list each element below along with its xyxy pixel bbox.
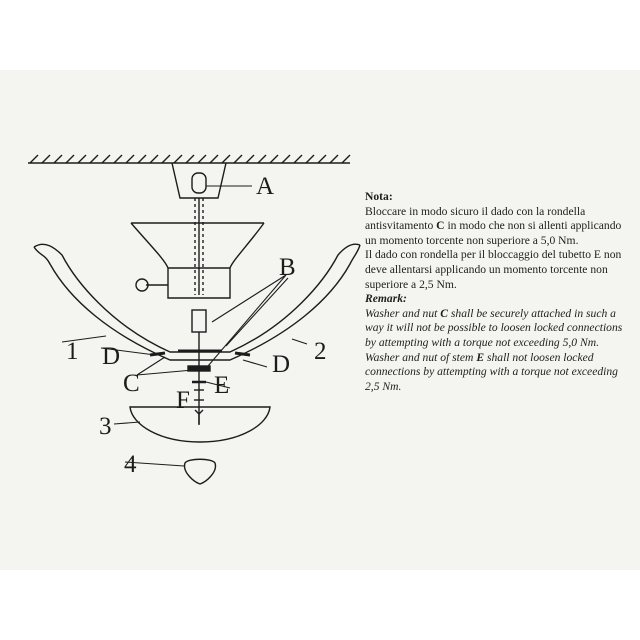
remark-title: Remark: — [365, 292, 407, 306]
label-1: 1 — [66, 338, 79, 365]
finial — [183, 458, 217, 485]
label-3: 3 — [99, 413, 112, 440]
label-2: 2 — [314, 338, 327, 365]
leader-lines — [61, 185, 308, 467]
diagram-card — [0, 70, 640, 570]
assembly-diagram: A B 1 2 D D C E F 3 4 — [28, 154, 361, 485]
glass-bowl — [129, 406, 271, 443]
label-d-left: D — [102, 343, 120, 370]
canopy-cup — [130, 222, 265, 299]
label-e: E — [214, 372, 229, 399]
ceiling — [28, 154, 351, 164]
ceiling-bracket — [171, 162, 227, 295]
notes-it-2: Il dado con rondella per il bloccaggio d… — [365, 248, 622, 291]
notes-title: Nota: — [365, 190, 393, 203]
label-4: 4 — [124, 451, 137, 478]
tube — [191, 309, 207, 333]
label-b: B — [279, 254, 296, 281]
notes-it-1: Bloccare in modo sicuro il dado con la r… — [365, 204, 622, 247]
label-d-right: D — [272, 351, 290, 378]
assembly-notes: Nota: Bloccare in modo sicuro il dado co… — [365, 190, 635, 394]
glass-arms — [33, 243, 361, 361]
label-f: F — [176, 387, 190, 414]
label-a: A — [256, 173, 274, 200]
notes-en-2: Washer and nut of stem E shall not loose… — [365, 350, 618, 393]
hardware — [149, 332, 251, 425]
label-c: C — [123, 370, 140, 397]
notes-en-1: Washer and nut C shall be securely attac… — [365, 306, 623, 349]
